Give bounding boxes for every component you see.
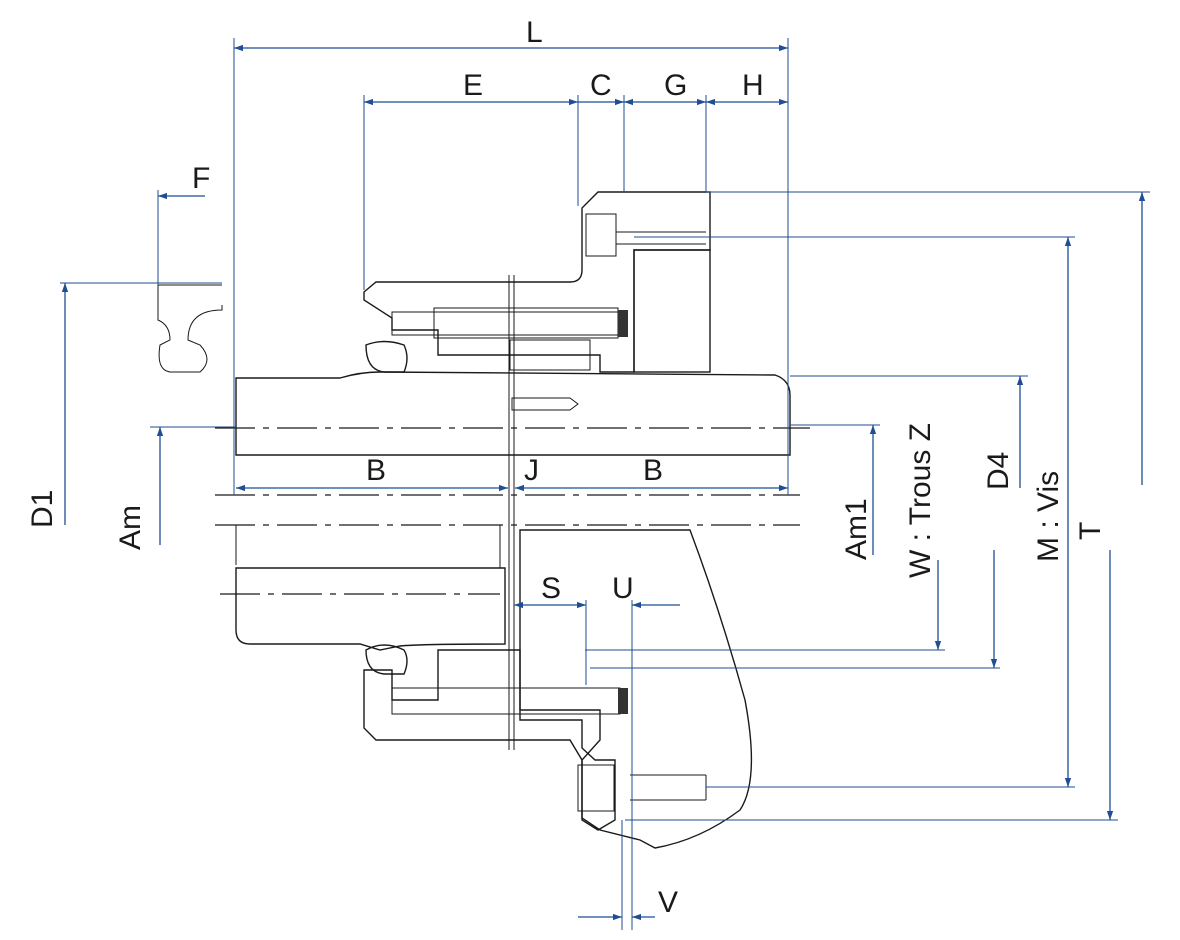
label-B-right: B (643, 454, 663, 487)
label-B-left: B (366, 454, 386, 487)
o-ring-upper (365, 340, 408, 373)
label-L: L (526, 16, 543, 49)
bolt-head-upper (585, 213, 617, 257)
label-W: W : Trous Z (904, 423, 937, 578)
label-J: J (524, 454, 539, 487)
sleeve-flange-lower (363, 649, 616, 831)
bolt-head-lower (577, 764, 615, 812)
label-U: U (612, 572, 634, 605)
label-M: M : Vis (1032, 471, 1065, 562)
label-Am: Am (114, 505, 147, 550)
label-V: V (658, 886, 678, 919)
label-E: E (463, 69, 483, 102)
sleeve-upper (363, 191, 711, 373)
label-T: T (1074, 522, 1107, 540)
label-C: C (590, 69, 612, 102)
label-Am1: Am1 (840, 498, 873, 560)
label-D1: D1 (26, 490, 59, 528)
o-ring-lower (365, 644, 408, 675)
seal-detail (157, 284, 223, 373)
label-H: H (742, 69, 764, 102)
screw-upper (511, 397, 579, 411)
label-S: S (541, 572, 561, 605)
label-F: F (192, 162, 210, 195)
label-G: G (664, 69, 687, 102)
flange-block-upper (633, 249, 711, 373)
label-D4: D4 (982, 452, 1015, 490)
pin-upper (391, 311, 621, 336)
sleeve-lower (519, 529, 753, 849)
hub-lower (235, 567, 506, 651)
hub-upper (235, 371, 791, 456)
